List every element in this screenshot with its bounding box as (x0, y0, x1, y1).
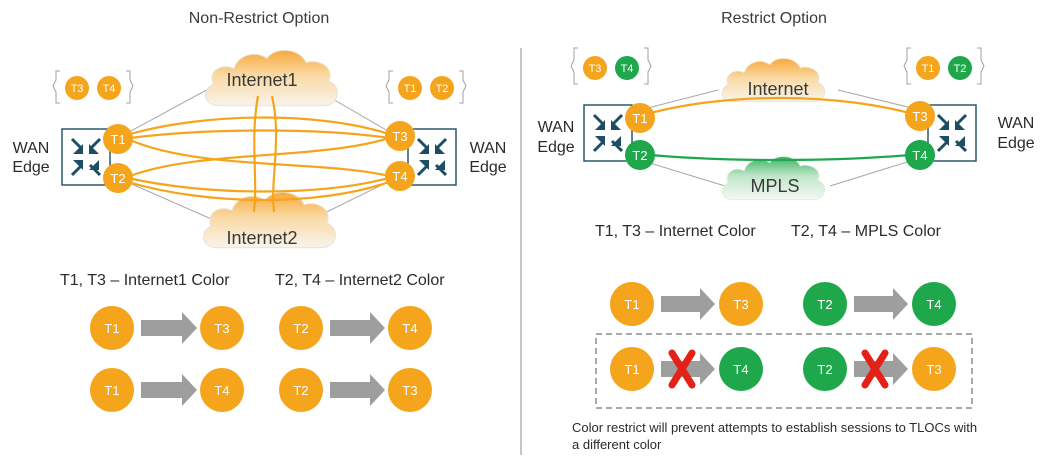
svg-text:T3: T3 (214, 321, 229, 336)
group-right-t2: T2 (436, 83, 449, 95)
group-left-t3: T3 (71, 83, 84, 95)
tunnel-internet (639, 96, 921, 118)
session-t2-t3: T2 T3 (279, 368, 432, 412)
wan-edge-right-restrict-line2: Edge (997, 135, 1034, 152)
group-right-t1: T1 (404, 83, 417, 95)
router-right-restrict (926, 103, 978, 163)
svg-text:T1: T1 (110, 132, 125, 147)
group-brackets-right: T1 T2 (385, 70, 467, 104)
cross-icon (668, 349, 696, 389)
blocked-t2-t3: T2 T3 (803, 347, 956, 391)
cross-icon (861, 349, 889, 389)
cloud-mpls: MPLS (722, 156, 825, 199)
tloc-t1-right: T1 (625, 103, 655, 133)
svg-text:T4: T4 (926, 297, 941, 312)
svg-text:T2: T2 (293, 321, 308, 336)
session-t1-t3: T1 T3 (90, 306, 244, 350)
tloc-t3-left: T3 (385, 121, 415, 151)
wan-edge-left-line1: WAN (13, 140, 50, 157)
restrict-group-left-t4: T4 (621, 63, 634, 75)
left-panel: Non-Restrict Option Internet1 Internet2 (12, 10, 507, 412)
cloud-internet1: Internet1 (205, 50, 337, 105)
wan-edge-right-line1: WAN (470, 140, 507, 157)
cloud-internet: Internet (722, 58, 825, 101)
tloc-t1-left: T1 (103, 124, 133, 154)
cloud-internet2: Internet2 (203, 192, 335, 248)
svg-text:T2: T2 (110, 171, 125, 186)
session-t1-t4: T1 T4 (90, 368, 244, 412)
svg-text:T3: T3 (392, 129, 407, 144)
tloc-t4-left: T4 (385, 161, 415, 191)
wan-edge-left-restrict-line1: WAN (538, 119, 575, 136)
svg-text:T1: T1 (624, 297, 639, 312)
tloc-t2-right: T2 (625, 140, 655, 170)
wan-edge-right-line2: Edge (469, 159, 506, 176)
router-right (406, 127, 458, 187)
svg-text:T4: T4 (733, 362, 748, 377)
group-brackets-right-left: T3 T4 (570, 47, 652, 85)
router-left-restrict (582, 103, 634, 163)
restrict-group-right-t1: T1 (922, 63, 935, 75)
svg-text:T2: T2 (817, 362, 832, 377)
cloud-internet2-label: Internet2 (226, 228, 297, 248)
allowed-t1-t3: T1 T3 (610, 282, 763, 326)
svg-text:T2: T2 (293, 383, 308, 398)
restrict-note-line2: a different color (572, 437, 662, 452)
right-caption-1: T1, T3 – Internet Color (595, 223, 756, 240)
session-t2-t4: T2 T4 (279, 306, 432, 350)
group-brackets-right-right: T1 T2 (903, 47, 985, 85)
blocked-t1-t4: T1 T4 (610, 347, 763, 391)
svg-text:T1: T1 (104, 321, 119, 336)
svg-text:T3: T3 (733, 297, 748, 312)
svg-text:T3: T3 (402, 383, 417, 398)
right-panel: Restrict Option Internet MPLS WAN Edge W… (537, 10, 1034, 452)
left-title: Non-Restrict Option (189, 10, 330, 27)
tloc-t4-right: T4 (905, 140, 935, 170)
cloud-mpls-label: MPLS (750, 176, 799, 196)
svg-text:T3: T3 (926, 362, 941, 377)
restrict-note-line1: Color restrict will prevent attempts to … (572, 420, 977, 435)
tunnel-mpls (639, 152, 921, 162)
svg-text:T2: T2 (632, 148, 647, 163)
allowed-t2-t4: T2 T4 (803, 282, 956, 326)
tloc-t2-left: T2 (103, 163, 133, 193)
wan-edge-left-line2: Edge (12, 159, 49, 176)
svg-text:T4: T4 (214, 383, 229, 398)
wan-edge-right-restrict-line1: WAN (998, 115, 1035, 132)
blocked-sessions-box (595, 333, 973, 409)
right-caption-2: T2, T4 – MPLS Color (791, 223, 942, 240)
svg-text:T4: T4 (392, 169, 407, 184)
svg-text:T2: T2 (817, 297, 832, 312)
restrict-group-right-t2: T2 (954, 63, 967, 75)
svg-text:T4: T4 (402, 321, 417, 336)
router-left (60, 127, 112, 187)
tunnel-lines (127, 95, 390, 213)
svg-text:T4: T4 (912, 148, 927, 163)
svg-text:T1: T1 (632, 111, 647, 126)
left-caption-2: T2, T4 – Internet2 Color (275, 272, 445, 289)
group-brackets-left: T3 T4 (52, 70, 134, 104)
group-left-t4: T4 (103, 83, 116, 95)
cloud-internet1-label: Internet1 (226, 70, 297, 90)
cloud-internet-label: Internet (747, 79, 808, 99)
svg-text:T1: T1 (104, 383, 119, 398)
tloc-t3-right: T3 (905, 101, 935, 131)
wan-edge-left-restrict-line2: Edge (537, 139, 574, 156)
left-caption-1: T1, T3 – Internet1 Color (60, 272, 230, 289)
restrict-group-left-t3: T3 (589, 63, 602, 75)
svg-text:T3: T3 (912, 109, 927, 124)
right-title: Restrict Option (721, 10, 827, 27)
svg-text:T1: T1 (624, 362, 639, 377)
